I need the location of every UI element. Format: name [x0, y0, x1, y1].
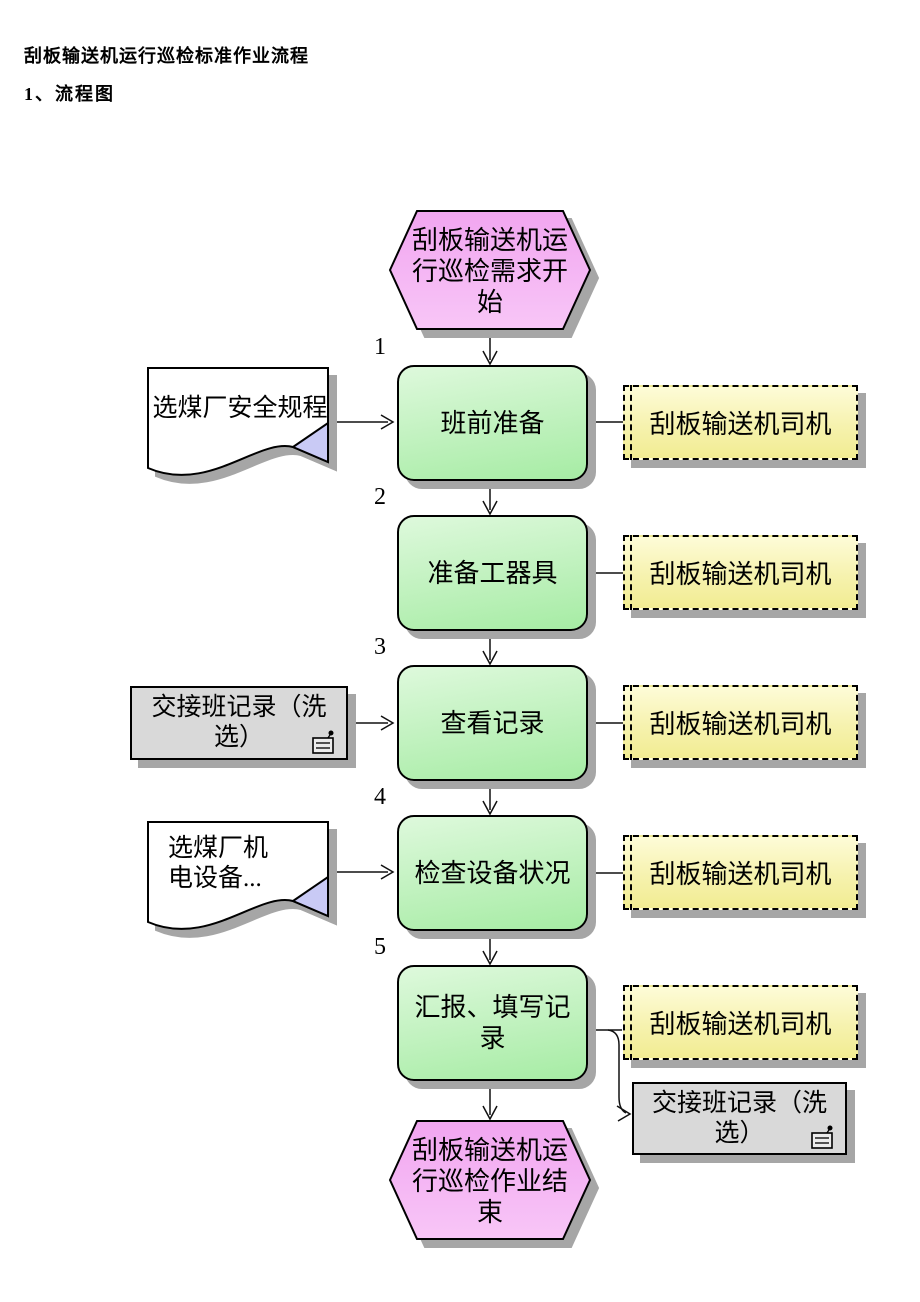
role-box-3: 刮板输送机司机	[623, 685, 858, 760]
clipboard-icon	[811, 1125, 833, 1149]
arrowhead-right	[380, 864, 395, 880]
role-box-5: 刮板输送机司机	[623, 985, 858, 1060]
arrowhead-down	[482, 350, 498, 366]
document-shape-equipment	[147, 821, 329, 930]
task-box-4: 检查设备状况	[397, 815, 588, 931]
step-number-1: 1	[374, 334, 386, 360]
record-input-label: 交接班记录（洗选）	[151, 694, 327, 751]
document-fold-icon	[290, 421, 329, 464]
arrowhead-down	[482, 500, 498, 516]
arrowhead-right	[380, 414, 395, 430]
arrowhead-down	[482, 800, 498, 816]
role-box-2: 刮板输送机司机	[623, 535, 858, 610]
start-terminator-shape	[388, 210, 592, 330]
role-box-1: 刮板输送机司机	[623, 385, 858, 460]
step-number-4: 4	[374, 784, 386, 810]
end-terminator-shape	[388, 1120, 592, 1240]
document-safety-label: 选煤厂安全规程	[152, 395, 328, 422]
step-number-5: 5	[374, 934, 386, 960]
record-box-output: 交接班记录（洗选）	[632, 1082, 847, 1155]
task-box-5: 汇报、填写记录	[397, 965, 588, 1081]
task-box-3: 查看记录	[397, 665, 588, 781]
document-fold-icon	[290, 875, 329, 918]
arrowhead-right	[380, 715, 395, 731]
start-terminator-label: 刮板输送机运行巡检需求开始	[411, 226, 568, 317]
arrowhead-down	[482, 950, 498, 966]
page-title: 刮板输送机运行巡检标准作业流程	[24, 46, 309, 66]
section-heading: 1、流程图	[24, 84, 115, 104]
document-shape-safety	[147, 367, 329, 476]
clipboard-icon	[312, 730, 334, 754]
task-box-1: 班前准备	[397, 365, 588, 481]
document-equipment-label: 选煤厂机 电设备...	[168, 835, 269, 892]
record-output-label: 交接班记录（洗选）	[651, 1089, 827, 1147]
arrowhead-right	[616, 1105, 632, 1122]
step-number-2: 2	[374, 484, 386, 510]
arrowhead-down	[482, 650, 498, 666]
role-box-4: 刮板输送机司机	[623, 835, 858, 910]
task-box-2: 准备工器具	[397, 515, 588, 631]
record-box-input: 交接班记录（洗选）	[130, 686, 348, 760]
step-number-3: 3	[374, 634, 386, 660]
end-terminator-label: 刮板输送机运行巡检作业结束	[411, 1136, 568, 1227]
